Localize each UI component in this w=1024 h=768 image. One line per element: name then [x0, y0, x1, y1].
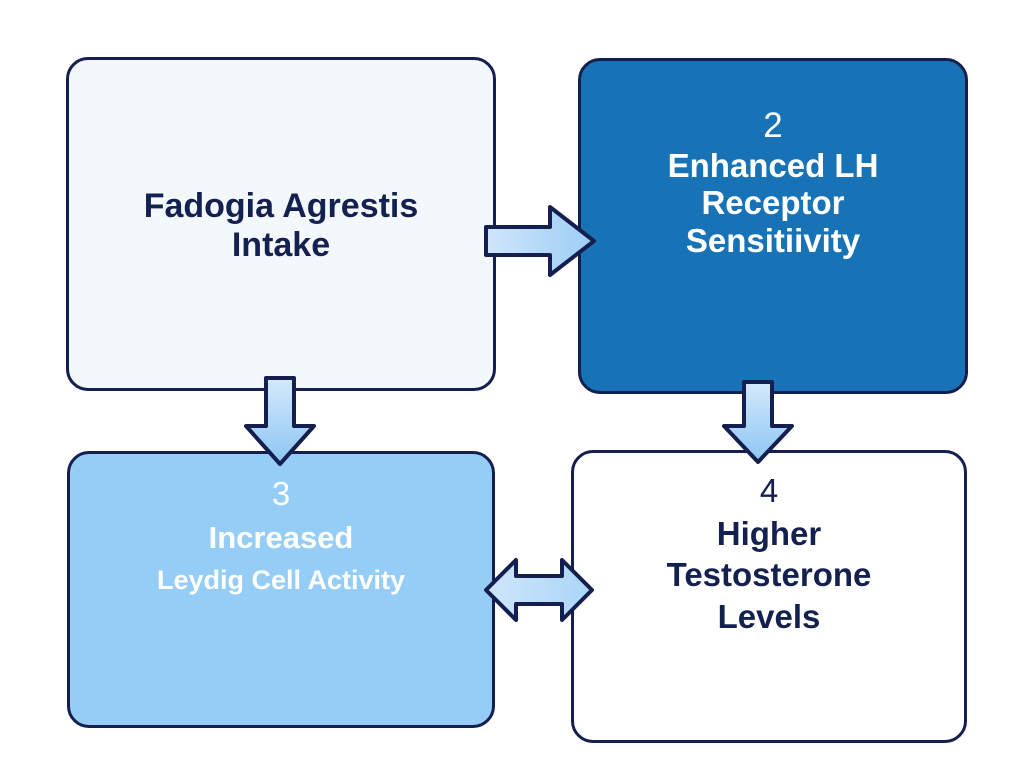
node-4-line-2: Testosterone: [666, 556, 872, 594]
arrow-down-icon: [722, 380, 794, 464]
flow-node-enhanced-lh-receptor-sensitivity[interactable]: 2 Enhanced LH Receptor Sensitiivity: [578, 58, 968, 394]
node-4-line-1: Higher: [716, 514, 822, 552]
arrow-left-right-icon: [484, 552, 594, 628]
node-4-step-number: 4: [759, 472, 779, 509]
flow-node-increased-leydig-cell-activity[interactable]: 3 Increased Leydig Cell Activity: [67, 451, 495, 728]
node-2-line-3: Sensitiivity: [685, 222, 861, 260]
node-2-line-2: Receptor: [701, 184, 845, 222]
node-1-text-stack: Fadogia Agrestis Intake: [144, 187, 419, 265]
node-1-line-1: Fadogia Agrestis: [143, 187, 419, 226]
arrow-right-icon: [484, 205, 596, 277]
flow-node-fadogia-agrestis-intake[interactable]: Fadogia Agrestis Intake: [66, 57, 496, 391]
node-3-step-number: 3: [271, 475, 291, 512]
flow-node-higher-testosterone-levels[interactable]: 4 Higher Testosterone Levels: [571, 450, 967, 743]
node-4-line-3: Levels: [717, 597, 821, 635]
node-2-step-number: 2: [763, 106, 783, 145]
arrow-down-icon: [244, 376, 316, 466]
node-2-line-1: Enhanced LH: [667, 146, 879, 184]
node-3-line-1: Increased: [208, 519, 354, 555]
node-3-line-2: Leydig Cell Activity: [156, 564, 406, 595]
node-1-line-2: Intake: [231, 226, 331, 264]
